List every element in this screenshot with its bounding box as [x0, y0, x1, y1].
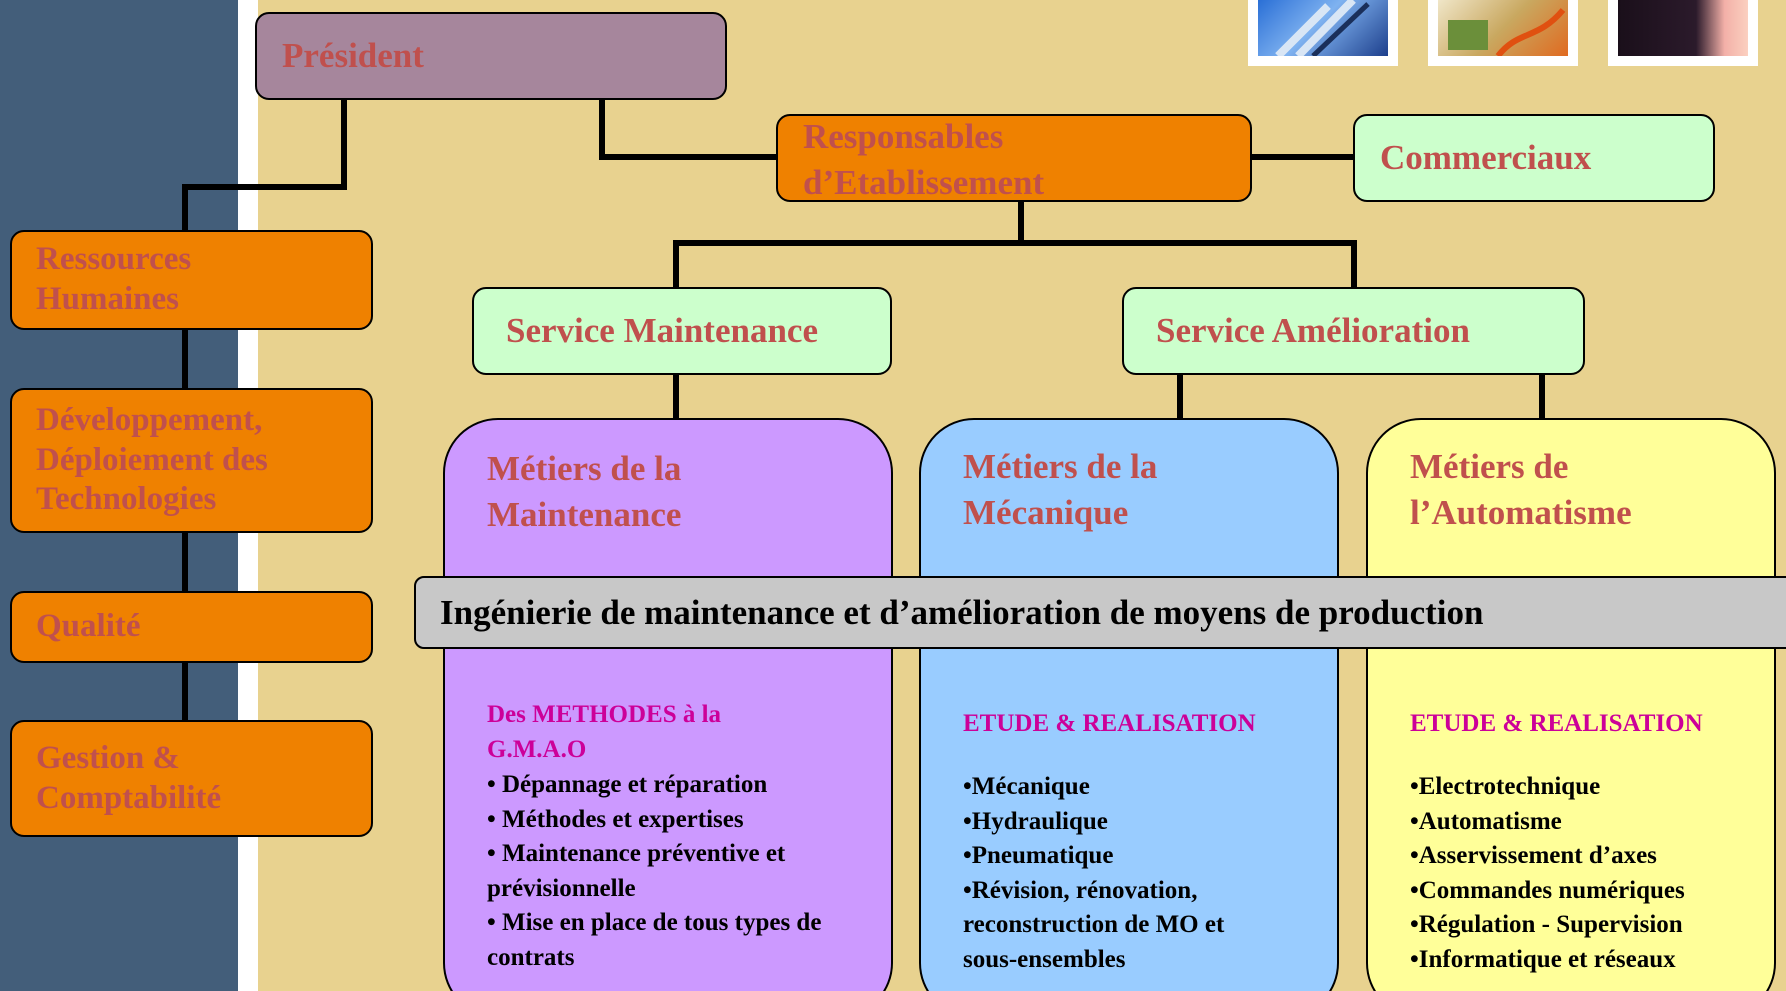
- list-item: • Mise en place de tous types de contrat…: [487, 909, 822, 971]
- list-item: •Informatique et réseaux: [1410, 945, 1676, 973]
- president-box: Président: [255, 12, 727, 100]
- column-subtitle: ETUDE & REALISATION: [963, 710, 1256, 737]
- list-item: • Dépannage et réparation: [487, 771, 768, 798]
- column-maintenance: Métiers de la Maintenance Des METHODES à…: [443, 418, 893, 991]
- list-item: •Pneumatique: [963, 842, 1114, 869]
- list-item: • Méthodes et expertises: [487, 805, 744, 833]
- amelioration-to-columns-line: [1177, 370, 1545, 423]
- sidebar-item-qualite: Qualité: [10, 591, 373, 663]
- service-maintenance-label: Service Maintenance: [506, 311, 818, 350]
- sidebar-item-label: Gestion & Comptabilité: [36, 739, 222, 816]
- banner-label: Ingénierie de maintenance et d’améliorat…: [440, 592, 1484, 632]
- circuit-icon: [1448, 8, 1566, 56]
- list-item: •Automatisme: [1410, 807, 1562, 835]
- tools-photo: [1248, 0, 1398, 66]
- sidebar-item-ressources-humaines: Ressources Humaines: [10, 230, 373, 330]
- column-subtitle: ETUDE & REALISATION: [1410, 710, 1703, 737]
- responsables-to-services-line: [673, 197, 1357, 291]
- service-maintenance-box: Service Maintenance: [472, 287, 892, 375]
- service-amelioration-box: Service Amélioration: [1122, 287, 1585, 375]
- list-item: • Maintenance préventive et prévisionnel…: [487, 840, 786, 902]
- list-item: •Electrotechnique: [1410, 773, 1601, 800]
- list-item: •Révision, rénovation, reconstruction de…: [963, 876, 1225, 973]
- column-automatisme: Métiers de l’Automatisme ETUDE & REALISA…: [1366, 418, 1776, 991]
- responsables-box: Responsables d’Etablissement: [776, 114, 1252, 202]
- dark-photo: [1608, 0, 1758, 66]
- responsables-label: Responsables d’Etablissement: [803, 117, 1045, 202]
- service-amelioration-label: Service Amélioration: [1156, 311, 1470, 350]
- sidebar-item-label: Ressources Humaines: [36, 241, 192, 317]
- president-to-hr-line: [182, 97, 347, 235]
- list-item: •Régulation - Supervision: [1410, 911, 1683, 938]
- column-title: Métiers de la Maintenance: [487, 449, 682, 534]
- commerciaux-box: Commerciaux: [1353, 114, 1715, 202]
- engineering-banner: Ingénierie de maintenance et d’améliorat…: [414, 576, 1786, 649]
- column-title: Métiers de la Mécanique: [963, 447, 1158, 532]
- list-item: •Mécanique: [963, 773, 1090, 800]
- president-label: Président: [282, 36, 424, 75]
- list-item: •Asservissement d’axes: [1410, 842, 1657, 869]
- column-item-list: •Mécanique •Hydraulique •Pneumatique •Ré…: [963, 770, 1283, 977]
- wrench-icon: [1275, 0, 1370, 56]
- column-subtitle: Des METHODES à la G.M.A.O: [487, 701, 722, 763]
- column-title: Métiers de l’Automatisme: [1410, 447, 1632, 532]
- commerciaux-label: Commerciaux: [1380, 138, 1592, 177]
- column-item-list: •Electrotechnique •Automatisme •Asservis…: [1410, 770, 1770, 977]
- sidebar-item-label: Développement, Déploiement des Technolog…: [36, 402, 268, 518]
- list-item: •Hydraulique: [963, 807, 1108, 835]
- sidebar-item-developpement: Développement, Déploiement des Technolog…: [10, 388, 373, 533]
- sidebar-item-label: Qualité: [36, 608, 141, 645]
- list-item: •Commandes numériques: [1410, 876, 1685, 904]
- column-mecanique: Métiers de la Mécanique ETUDE & REALISAT…: [919, 418, 1339, 991]
- president-to-responsables-line: [599, 97, 781, 160]
- column-item-list: • Dépannage et réparation • Méthodes et …: [487, 768, 867, 975]
- electronics-photo: [1428, 0, 1578, 66]
- sidebar-item-gestion: Gestion & Comptabilité: [10, 720, 373, 837]
